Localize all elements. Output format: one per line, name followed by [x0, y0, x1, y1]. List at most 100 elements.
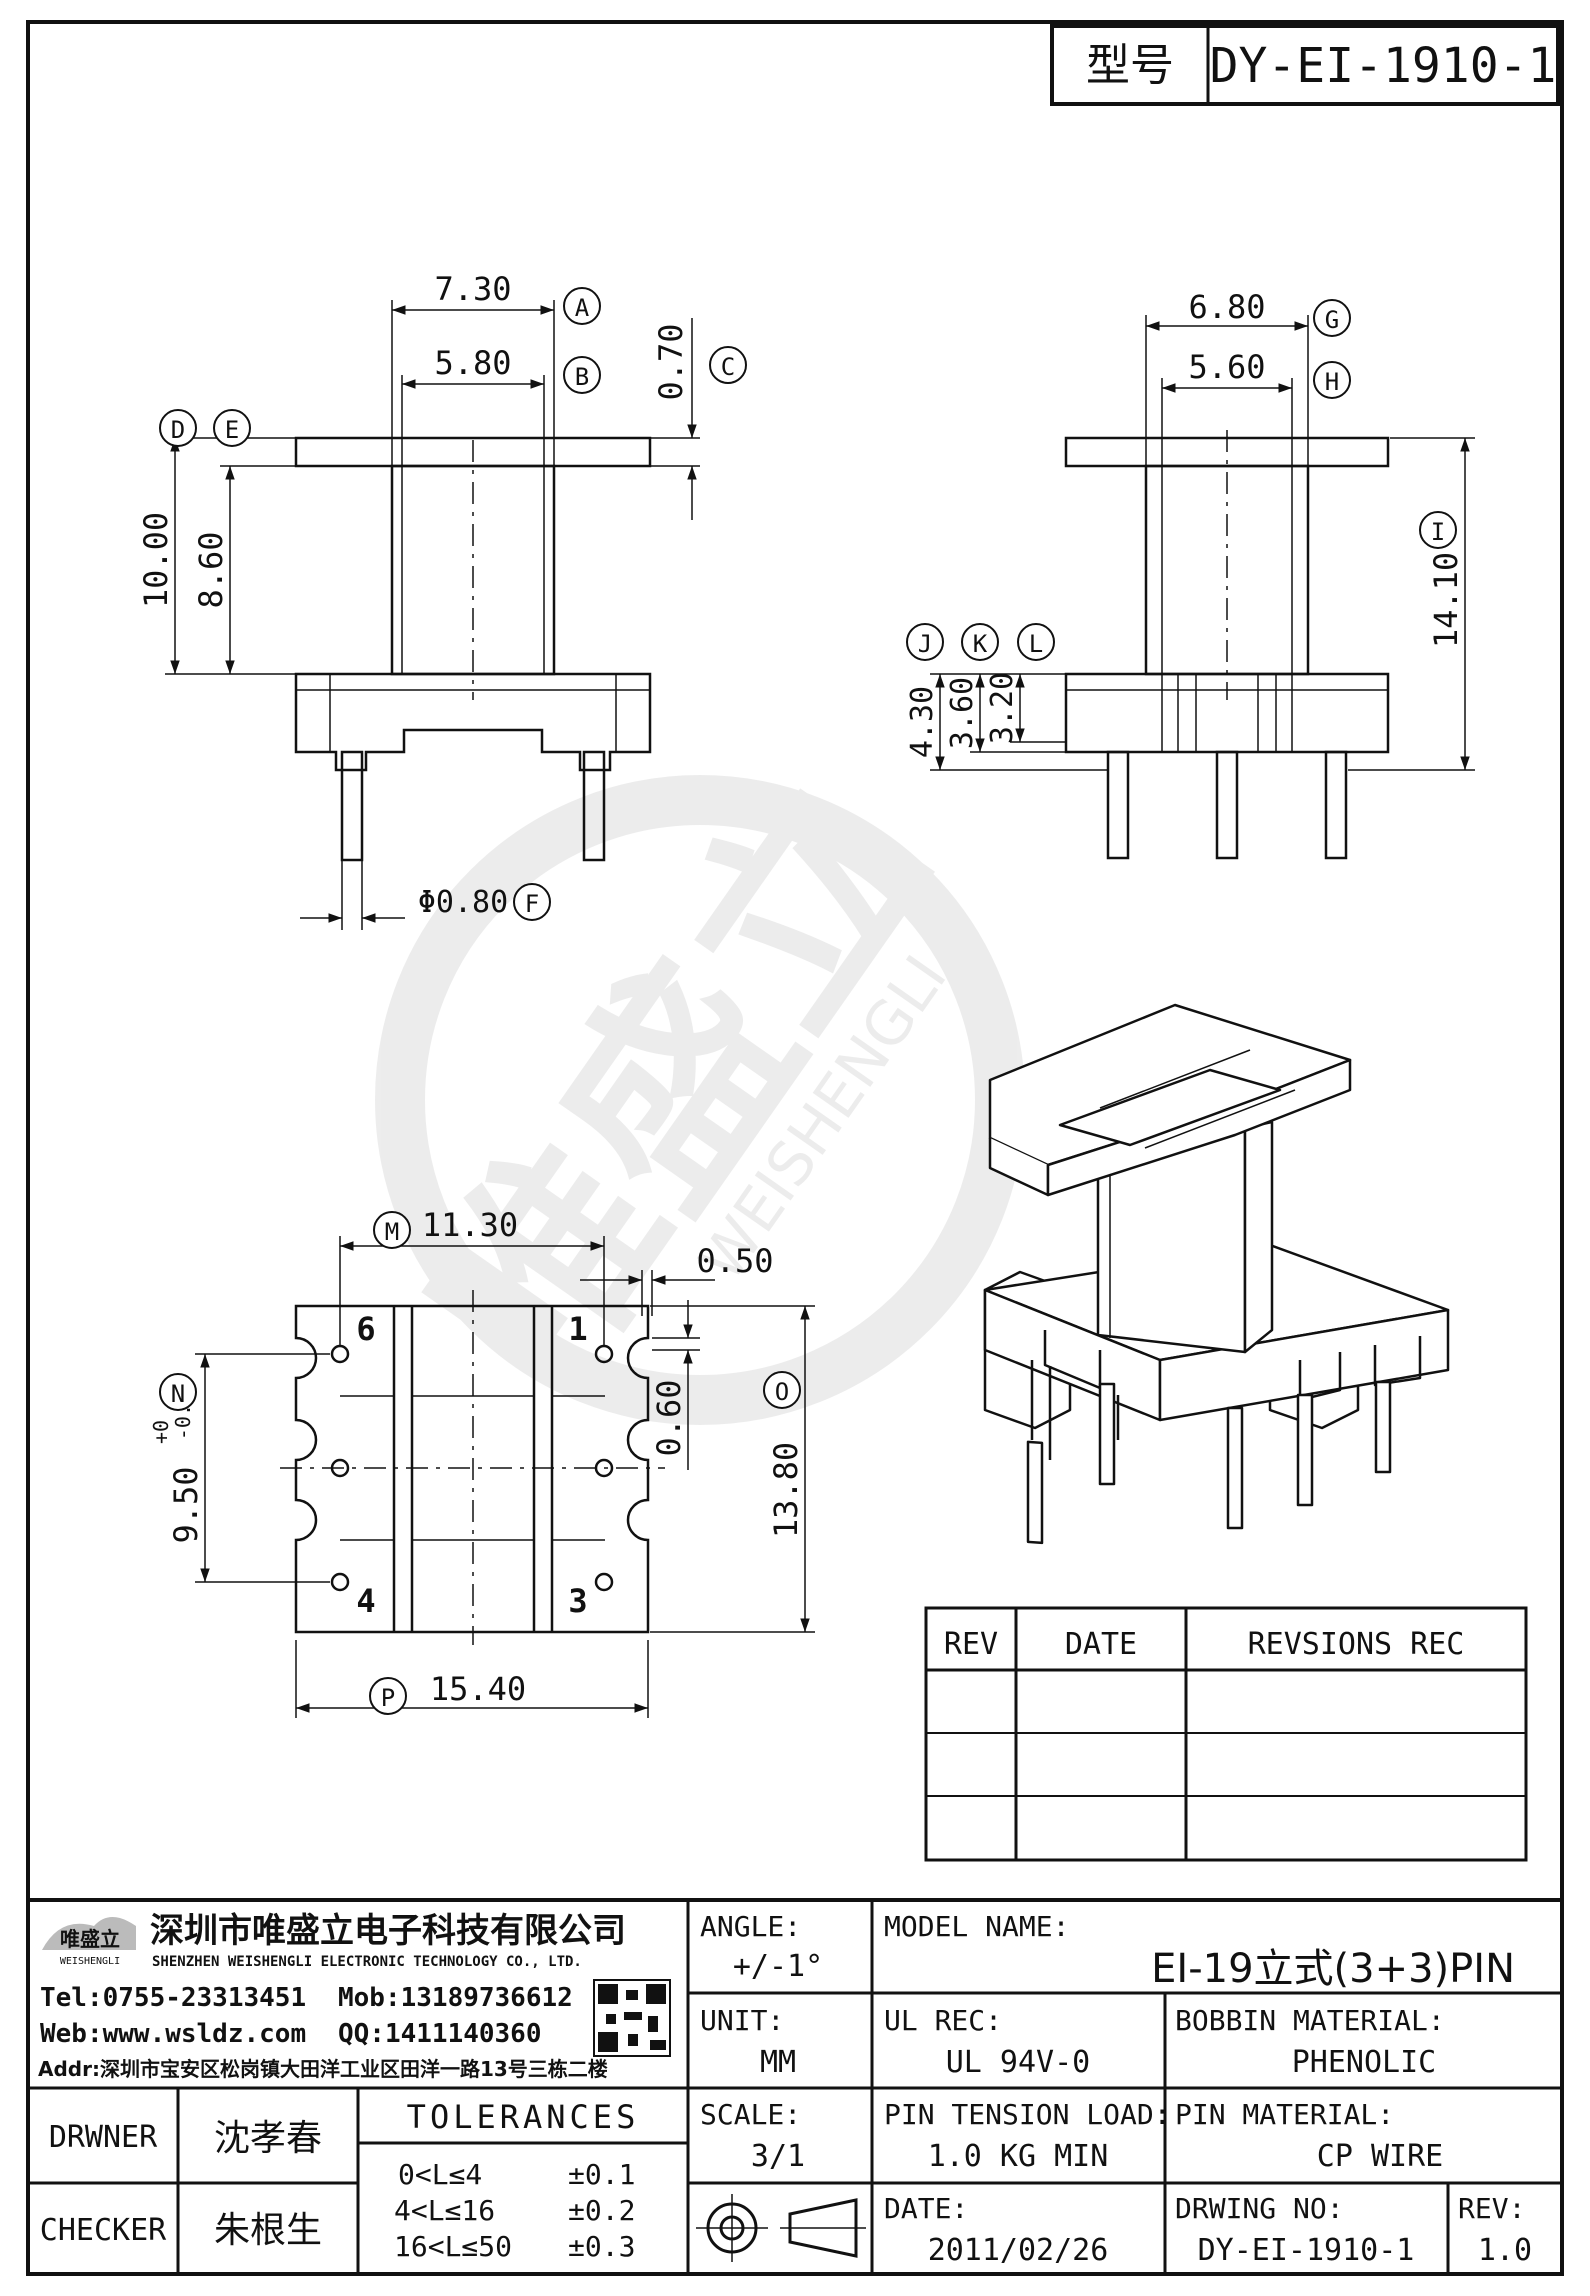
scale-label: SCALE:	[700, 2098, 801, 2131]
bubble-n: N	[159, 1373, 197, 1411]
tol-plus: +0	[149, 1420, 173, 1444]
watermark: 唯盛立 WEISHENGLI	[375, 741, 1025, 1429]
tension-label: PIN TENSION LOAD:	[884, 2098, 1171, 2131]
rev-header-rec: REVSIONS REC	[1248, 1627, 1465, 1662]
rev-header-date: DATE	[1065, 1627, 1137, 1662]
dim-0-50: 0.50	[696, 1242, 773, 1280]
checker-name: 朱根生	[214, 2210, 322, 2251]
drawer-label: DRWNER	[49, 2120, 158, 2155]
svg-text:K: K	[973, 630, 988, 658]
dim-0-70: 0.70	[652, 323, 690, 400]
bubble-h: H	[1313, 361, 1351, 399]
pin-label-3: 3	[568, 1582, 587, 1620]
revision-table	[924, 1606, 1528, 1862]
dim-10-00: 10.00	[137, 512, 175, 608]
tol-value-1: ±0.1	[568, 2158, 635, 2191]
bubble-i: I	[1419, 511, 1457, 549]
tension-value: 1.0 KG MIN	[928, 2139, 1109, 2174]
dim-5-60: 5.60	[1188, 348, 1265, 386]
bobbin-value: PHENOLIC	[1292, 2045, 1437, 2080]
drawing-no-label: DRWING NO:	[1175, 2192, 1344, 2225]
pin-material-value: CP WIRE	[1317, 2139, 1443, 2174]
bubble-c: C	[709, 346, 747, 384]
type-value: DY-EI-1910-1	[1210, 38, 1557, 94]
company-name-cn: 深圳市唯盛立电子科技有限公司	[150, 1911, 626, 1951]
date-label: DATE:	[884, 2192, 968, 2225]
dim-9-50: 9.50	[167, 1466, 205, 1543]
unit-label: UNIT:	[700, 2004, 784, 2037]
rev-header-rev: REV	[944, 1627, 998, 1662]
bubble-e: E	[213, 409, 251, 447]
svg-text:F: F	[525, 890, 539, 918]
tol-value-3: ±0.3	[568, 2230, 635, 2263]
dim-13-80: 13.80	[767, 1442, 805, 1538]
dim-8-60: 8.60	[192, 531, 230, 608]
company-logo-text: 唯盛立	[60, 1927, 120, 1951]
bubble-a: A	[563, 287, 601, 325]
company-mob: Mob:13189736612	[338, 1983, 573, 2013]
pin-material-label: PIN MATERIAL:	[1175, 2098, 1394, 2131]
svg-text:D: D	[171, 416, 185, 444]
svg-text:L: L	[1029, 630, 1043, 658]
side-view-dims	[930, 315, 1475, 771]
pin-label-1: 1	[568, 1310, 587, 1348]
svg-text:H: H	[1325, 368, 1339, 396]
dim-dia-0-80: Φ0.80	[418, 885, 508, 920]
dim-5-80: 5.80	[434, 344, 511, 382]
tolerances-title: TOLERANCES	[407, 2098, 640, 2136]
svg-text:N: N	[171, 1380, 185, 1408]
svg-text:C: C	[721, 353, 735, 381]
checker-label: CHECKER	[40, 2213, 167, 2248]
type-label: 型号	[1086, 40, 1174, 91]
bottom-view	[280, 1290, 665, 1645]
bubble-d: D	[159, 409, 197, 447]
tol-range-2: 4<L≤16	[394, 2194, 495, 2227]
svg-text:P: P	[381, 1684, 395, 1712]
svg-text:G: G	[1325, 306, 1339, 334]
title-block-grid	[28, 1898, 1562, 2274]
company-logo: 唯盛立 WEISHENGLI	[42, 1917, 136, 1967]
qr-code	[593, 1979, 671, 2057]
date-value: 2011/02/26	[928, 2233, 1109, 2268]
company-tel: Tel:0755-23313451	[40, 1983, 306, 2013]
angle-value: +/-1°	[733, 1949, 823, 1984]
ul-label: UL REC:	[884, 2004, 1002, 2037]
front-view	[294, 436, 652, 862]
company-addr: Addr:深圳市宝安区松岗镇大田洋工业区田洋一路13号三栋二楼	[38, 2057, 608, 2081]
isometric-view	[983, 1003, 1450, 1545]
rev-label: REV:	[1458, 2192, 1525, 2225]
type-box: 型号 DY-EI-1910-1	[1050, 24, 1560, 106]
company-web: Web:www.wsldz.com	[40, 2019, 306, 2049]
tol-value-2: ±0.2	[568, 2194, 635, 2227]
dim-11-30: 11.30	[422, 1206, 518, 1244]
dim-4-30: 4.30	[905, 686, 940, 758]
dim-15-40: 15.40	[430, 1670, 526, 1708]
svg-text:I: I	[1431, 518, 1445, 546]
pin-label-6: 6	[356, 1310, 375, 1348]
company-qq: QQ:1411140360	[338, 2019, 542, 2049]
bubble-k: K	[961, 623, 999, 661]
svg-text:B: B	[575, 363, 589, 391]
side-view	[1064, 430, 1390, 860]
bubble-o: O	[763, 1371, 801, 1409]
bubble-j: J	[906, 623, 944, 661]
dim-0-60: 0.60	[650, 1379, 688, 1456]
svg-text:J: J	[918, 630, 932, 658]
svg-text:M: M	[385, 1218, 399, 1246]
scale-value: 3/1	[751, 2139, 805, 2174]
bubble-m: M	[373, 1211, 411, 1249]
dim-14-10: 14.10	[1427, 552, 1465, 648]
model-value: EI-19立式(3+3)PIN	[1151, 1946, 1515, 1992]
bobbin-label: BOBBIN MATERIAL:	[1175, 2004, 1445, 2037]
projection-symbol-icon	[696, 2194, 866, 2262]
drawer-name: 沈孝春	[214, 2118, 322, 2159]
tol-range-3: 16<L≤50	[394, 2230, 512, 2263]
company-logo-sub: WEISHENGLI	[60, 1956, 120, 1967]
sheet-border	[26, 20, 1564, 2276]
dim-6-80: 6.80	[1188, 288, 1265, 326]
pin-label-4: 4	[356, 1582, 375, 1620]
dim-3-60: 3.60	[945, 677, 980, 749]
ul-value: UL 94V-0	[946, 2045, 1091, 2080]
model-label: MODEL NAME:	[884, 1910, 1069, 1943]
